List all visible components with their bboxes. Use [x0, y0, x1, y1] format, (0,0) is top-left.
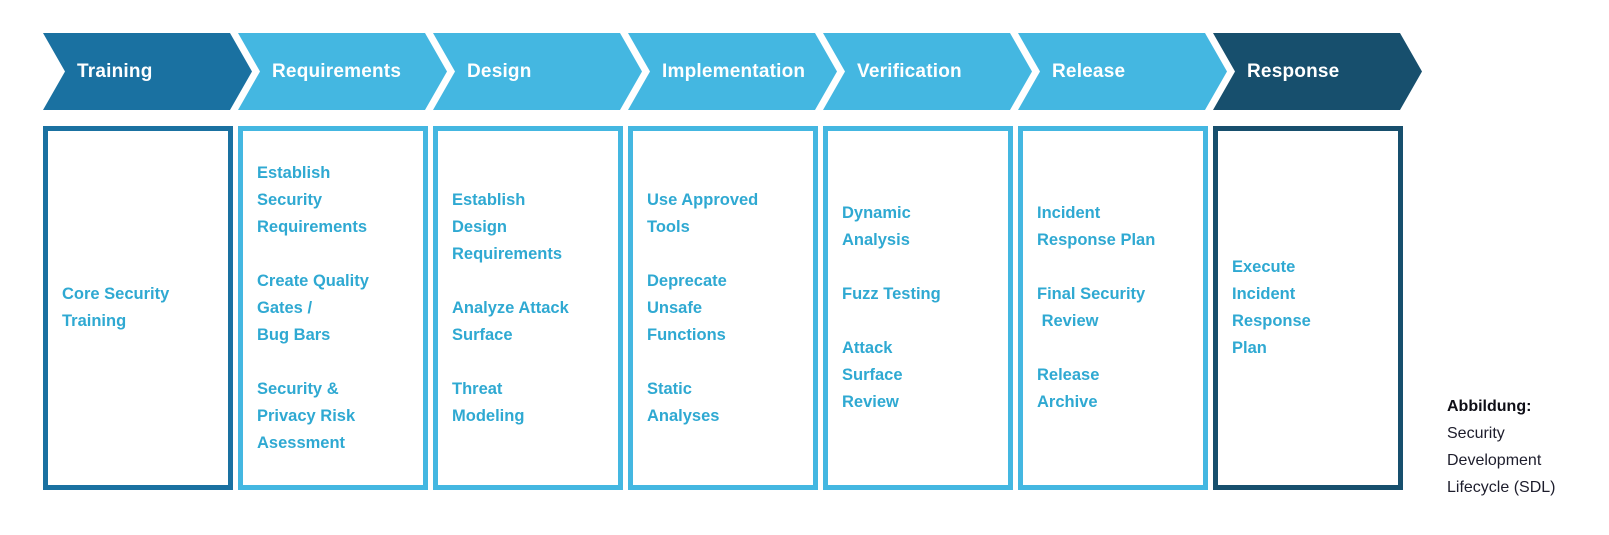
phase-activity: Create Quality Gates / Bug Bars: [257, 271, 369, 344]
phase-activity: Establish Security Requirements: [257, 163, 368, 236]
phase-activity: Security & Privacy Risk Asessment: [257, 379, 356, 452]
phase-header-label: Verification: [857, 60, 962, 82]
phase-header-requirements: Requirements: [238, 33, 455, 110]
phase-activity: Final Security Review: [1037, 285, 1146, 330]
phase-header-response: Response: [1213, 33, 1430, 110]
phase-header-implementation: Implementation: [628, 33, 845, 110]
phase-header-label: Requirements: [272, 60, 402, 82]
phase-activity: Execute Incident Response Plan: [1232, 258, 1311, 357]
phase-activity: Fuzz Testing: [842, 285, 941, 303]
phase-header-training: Training: [43, 33, 260, 110]
phase-header-row: Training Requirements Design Implementation…: [43, 33, 1408, 110]
phase-box-row: Core Security Training Establish Security…: [43, 126, 1403, 490]
phase-activity: Release Archive: [1037, 366, 1100, 411]
caption-text: Security Development Lifecycle (SDL): [1447, 425, 1556, 496]
phase-activity: Core Security Training: [62, 285, 170, 330]
phase-activity: Dynamic Analysis: [842, 204, 911, 249]
phase-activity: Use Approved Tools: [647, 190, 759, 236]
phase-header-label: Training: [77, 60, 153, 82]
phase-header-label: Implementation: [662, 60, 806, 82]
phase-box-response: Execute Incident Response Plan: [1213, 126, 1403, 490]
figure-caption: Abbildung: Security Development Lifecycl…: [1447, 393, 1607, 501]
phase-activity: Attack Surface Review: [842, 339, 903, 411]
phase-header-label: Release: [1052, 60, 1126, 82]
phase-header-verification: Verification: [823, 33, 1040, 110]
phase-header-label: Response: [1247, 60, 1340, 82]
phase-header-release: Release: [1018, 33, 1235, 110]
phase-activity: Analyze Attack Surface: [452, 298, 569, 344]
phase-header-design: Design: [433, 33, 650, 110]
phase-activity: Static Analyses: [647, 379, 720, 425]
phase-activity: Incident Response Plan: [1037, 204, 1156, 249]
phase-header-label: Design: [467, 60, 532, 82]
caption-label: Abbildung:: [1447, 398, 1532, 415]
phase-box-training: Core Security Training: [43, 126, 233, 490]
phase-activity: Establish Design Requirements: [452, 190, 563, 263]
phase-activity: Threat Modeling: [452, 379, 525, 425]
phase-activity: Deprecate Unsafe Functions: [647, 271, 727, 344]
